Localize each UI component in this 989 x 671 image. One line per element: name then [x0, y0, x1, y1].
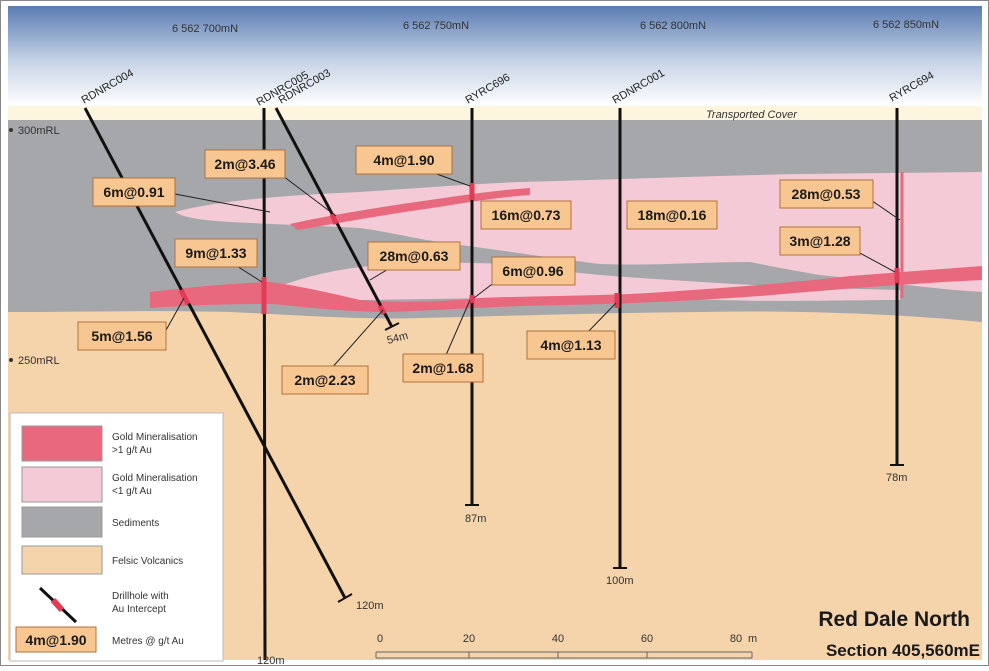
- svg-text:28m@0.63: 28m@0.63: [380, 248, 449, 264]
- section-title: Red Dale North: [818, 608, 970, 631]
- legend-label: Felsic Volcanics: [112, 556, 183, 567]
- elevation-label-250: 250mRL: [18, 355, 60, 367]
- legend-label: Gold Mineralisation: [112, 473, 198, 484]
- scale-bar: 0 20 40 60 80 m: [375, 633, 757, 659]
- northing-label: 6 562 850mN: [873, 19, 939, 31]
- svg-text:18m@0.16: 18m@0.16: [638, 207, 707, 223]
- leader-lines: [164, 167, 901, 371]
- northing-label: 6 562 800mN: [640, 20, 706, 32]
- svg-text:28m@0.53: 28m@0.53: [792, 186, 861, 202]
- intercept-label: 2m@2.23: [281, 365, 369, 395]
- legend-label: Gold Mineralisation: [112, 432, 198, 443]
- intercept-labels: 6m@0.91 2m@3.46 4m@1.90 16m@0.73 18m@0.1…: [77, 145, 874, 395]
- legend-sample-label: 4m@1.90: [25, 632, 86, 648]
- depth-label: 100m: [606, 575, 634, 587]
- legend-swatch-felsic-volcanics: [21, 545, 103, 575]
- svg-text:4m@1.90: 4m@1.90: [373, 152, 434, 168]
- legend-swatch-low-grade: [21, 466, 103, 503]
- depth-label: 78m: [886, 472, 907, 484]
- elevation-label-300: 300mRL: [18, 125, 60, 137]
- intercept-label: 4m@1.13: [526, 330, 616, 360]
- svg-text:6m@0.96: 6m@0.96: [502, 263, 563, 279]
- transported-cover-band: [8, 106, 982, 122]
- intercept-label: 2m@3.46: [204, 149, 286, 179]
- elevation-tick-250: [9, 358, 13, 362]
- intercept-label: 28m@0.53: [779, 179, 874, 209]
- intercept-label: 9m@1.33: [174, 238, 258, 268]
- intercept-label: 28m@0.63: [367, 241, 461, 271]
- scale-tick-label: 80: [730, 633, 742, 645]
- legend-label: Sediments: [112, 518, 159, 529]
- elevation-tick-300: [9, 128, 13, 132]
- scale-tick-label: 60: [641, 633, 653, 645]
- drillhole-end-caps: [337, 322, 904, 603]
- intercept-label: 3m@1.28: [779, 226, 861, 256]
- legend-label: >1 g/t Au: [112, 445, 152, 456]
- high-grade-band-main: [150, 266, 982, 312]
- intercept-label: 6m@0.91: [92, 177, 176, 207]
- depth-label: 120m: [356, 600, 384, 612]
- scale-tick-label: 40: [552, 633, 564, 645]
- legend-swatch-sediments: [21, 506, 103, 538]
- intercept-label: 18m@0.16: [626, 200, 718, 230]
- scale-tick-label: 0: [377, 633, 383, 645]
- legend-sample-desc: Metres @ g/t Au: [112, 636, 184, 647]
- legend-sample-label-box: [15, 626, 97, 653]
- depth-label: 120m: [257, 655, 285, 666]
- legend-label: Au Intercept: [112, 604, 166, 615]
- intercept-label: 6m@0.96: [491, 256, 576, 286]
- intercept-label: 16m@0.73: [480, 200, 572, 230]
- northing-label: 6 562 700mN: [172, 23, 238, 35]
- legend-label: <1 g/t Au: [112, 486, 152, 497]
- intercept-label: 4m@1.90: [355, 145, 453, 175]
- legend-intercept-icon: [50, 597, 65, 613]
- svg-text:3m@1.28: 3m@1.28: [789, 233, 850, 249]
- drillhole-rdnrc005: [262, 107, 267, 661]
- intercept-label: 2m@1.68: [402, 353, 484, 383]
- scale-tick-label: 20: [463, 633, 475, 645]
- intercept-highlights: [178, 172, 904, 316]
- svg-text:9m@1.33: 9m@1.33: [185, 245, 246, 261]
- legend-swatch-high-grade: [21, 425, 103, 462]
- depth-label: 54m: [386, 330, 410, 347]
- svg-text:4m@1.13: 4m@1.13: [540, 337, 601, 353]
- svg-text:6m@0.91: 6m@0.91: [103, 184, 164, 200]
- legend-label: Drillhole with: [112, 591, 169, 602]
- legend: Gold Mineralisation >1 g/t Au Gold Miner…: [9, 412, 224, 662]
- intercept-label: 5m@1.56: [77, 321, 167, 351]
- depth-label: 87m: [465, 513, 486, 525]
- scale-unit: m: [748, 633, 757, 645]
- svg-text:2m@2.23: 2m@2.23: [294, 372, 355, 388]
- svg-text:5m@1.56: 5m@1.56: [91, 328, 152, 344]
- transported-cover-label: Transported Cover: [706, 109, 798, 121]
- svg-text:2m@3.46: 2m@3.46: [214, 156, 275, 172]
- sky-band: [8, 6, 982, 106]
- svg-text:2m@1.68: 2m@1.68: [412, 360, 473, 376]
- svg-text:16m@0.73: 16m@0.73: [492, 207, 561, 223]
- northing-label: 6 562 750mN: [403, 20, 469, 32]
- section-subtitle: Section 405,560mE: [826, 641, 980, 660]
